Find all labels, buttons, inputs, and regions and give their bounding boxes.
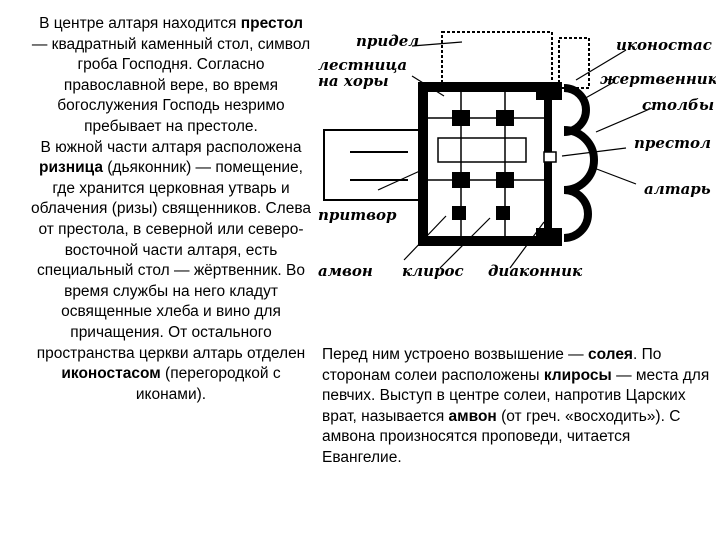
- term-riznitsa: ризница: [39, 159, 103, 177]
- apses: [563, 84, 598, 242]
- term-soleya: солея: [587, 346, 633, 363]
- label-lestnitsa: лестница: [318, 56, 407, 74]
- pointer-lines: [377, 41, 653, 269]
- left-description: В центре алтаря находится престол — квад…: [30, 14, 312, 405]
- label-diakonnik: диаконник: [488, 262, 583, 280]
- p1-text-before: В центре алтаря находится: [39, 15, 241, 32]
- label-altar: алтарь: [644, 180, 711, 198]
- term-ikonostas: иконостасом: [61, 365, 161, 383]
- label-pritvor: притвор: [318, 206, 397, 224]
- rp-text-mid2: — места для певчих. Выступ в центре соле…: [322, 366, 710, 425]
- label-zhertvennik: жертвенник: [600, 70, 716, 88]
- main-walls: [418, 82, 562, 246]
- rp-text-before: Перед ним устроено возвышение —: [322, 346, 588, 363]
- label-amvon: амвон: [318, 262, 373, 280]
- label-pridel: придел: [356, 32, 419, 50]
- rp-text-mid1: . По сторонам солеи расположены: [322, 346, 662, 384]
- p1-text-after: — квадратный каменный стол, символ гроба…: [31, 35, 311, 135]
- p2-text-after: (дьяконник) — помещение, где хранится це…: [30, 159, 312, 362]
- rp-text-after: (от греч. «восходить»). С амвона произно…: [322, 407, 681, 466]
- label-kliros: клирос: [402, 262, 464, 280]
- church-floor-plan: придел лестница на хоры притвор амвон кл…: [318, 31, 716, 280]
- label-ikonostas: иконостас: [616, 36, 712, 54]
- label-na-khory: на хоры: [318, 72, 389, 90]
- p2-text-end: (перегородкой с иконами).: [135, 365, 281, 403]
- iconostas-wall: [544, 100, 552, 228]
- label-prestol: престол: [634, 134, 711, 152]
- narthex-wall: [323, 129, 423, 201]
- term-amvon: амвон: [448, 407, 497, 425]
- right-description: Перед ним устроено возвышение — солея. П…: [322, 345, 714, 469]
- label-stolby: столбы: [642, 96, 714, 114]
- side-chapel-east: [558, 37, 590, 89]
- p2-text-before: В южной части алтаря расположена: [40, 138, 302, 156]
- altar-table: [543, 151, 557, 163]
- term-prestol: престол: [240, 15, 303, 32]
- side-chapel-wall: [441, 31, 553, 91]
- term-klirosy: клиросы: [543, 366, 612, 384]
